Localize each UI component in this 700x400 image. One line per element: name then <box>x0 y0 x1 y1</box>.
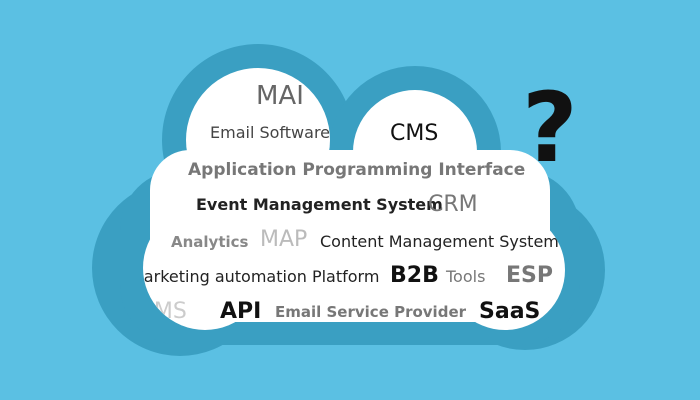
word-email-software: Email Software <box>210 123 330 142</box>
cloud-fill <box>143 68 565 330</box>
word-esp: ESP <box>506 263 553 288</box>
word-cms: CMS <box>390 121 438 146</box>
question-mark-icon: ? <box>522 72 578 184</box>
word-cms-full: Content Management System <box>320 232 559 251</box>
word-mai: MAI <box>256 81 304 111</box>
word-map: MAP <box>260 227 307 252</box>
word-api: API <box>220 299 261 324</box>
word-crm: CRM <box>428 192 478 217</box>
word-saas: SaaS <box>479 299 540 324</box>
word-tools: Tools <box>445 267 485 286</box>
word-event-mgmt: Event Management System <box>196 195 443 214</box>
word-api-full: Application Programming Interface <box>188 160 525 180</box>
word-map-full: Marketing automation Platform <box>130 267 379 286</box>
word-analytics: Analytics <box>171 233 249 251</box>
word-b2b: B2B <box>390 263 439 288</box>
word-esp-full: Email Service Provider <box>275 303 467 321</box>
